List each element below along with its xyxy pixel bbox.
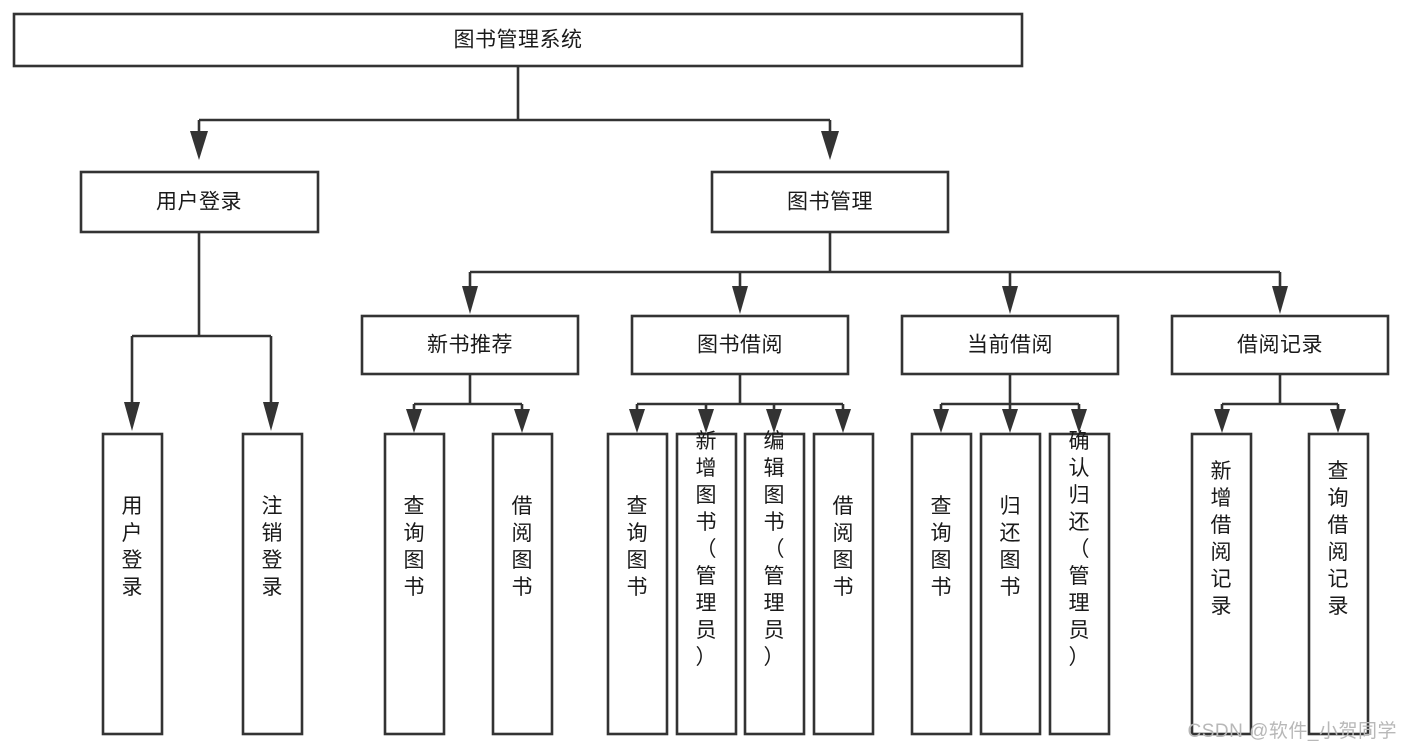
node-root-label: 图书管理系统 [454, 29, 583, 52]
node-leaf-logout-login[interactable]: 注销登录 [241, 432, 304, 736]
edge-group-user-login-to-leaves [124, 233, 279, 431]
node-leaf-add-book-label: 新增图书（管理员） [696, 430, 717, 669]
arrow-to-leaf-borrow-book-2 [835, 409, 851, 433]
node-leaf-logout-login-label: 注销登录 [262, 495, 283, 599]
edge-group-book-borrow-to-leaves [629, 375, 851, 433]
arrow-to-leaf-return-book [1002, 409, 1018, 433]
node-leaf-query-book-1[interactable]: 查询图书 [383, 432, 446, 736]
node-leaf-query-book-1-label: 查询图书 [404, 495, 425, 599]
node-leaf-return-book-label: 归还图书 [1000, 495, 1021, 599]
node-leaf-user-login[interactable]: 用户登录 [101, 432, 164, 736]
node-leaf-add-record-box[interactable] [1190, 432, 1253, 736]
node-borrow-record-box[interactable] [1170, 314, 1390, 376]
node-leaf-borrow-book-1[interactable]: 借阅图书 [491, 432, 554, 736]
node-leaf-confirm-return-label: 确认归还（管理员） [1069, 430, 1090, 669]
node-leaf-add-book-box[interactable] [675, 432, 738, 736]
node-leaf-logout-login-box[interactable] [241, 432, 304, 736]
arrow-to-user-login [190, 131, 208, 160]
arrow-to-leaf-logout-login [263, 402, 279, 431]
node-current-borrow[interactable]: 当前借阅 [900, 314, 1120, 376]
node-leaf-add-book[interactable]: 新增图书（管理员） [675, 430, 738, 736]
node-root[interactable]: 图书管理系统 [12, 12, 1024, 68]
arrow-to-leaf-query-record [1330, 409, 1346, 433]
node-leaf-return-book-box[interactable] [979, 432, 1042, 736]
arrow-to-borrow-record [1272, 286, 1288, 314]
node-leaf-query-record-label: 查询借阅记录 [1328, 460, 1349, 618]
node-leaf-borrow-book-1-label: 借阅图书 [512, 495, 533, 599]
node-new-book-recommend-label: 新书推荐 [427, 334, 513, 357]
node-leaf-query-book-1-box[interactable] [383, 432, 446, 736]
node-leaf-edit-book-label: 编辑图书（管理员） [764, 430, 785, 669]
csdn-watermark: CSDN @软件_小贺同学 [1187, 721, 1397, 742]
node-leaf-query-book-2-box[interactable] [606, 432, 669, 736]
arrow-to-leaf-confirm-return [1071, 409, 1087, 433]
edge-group-current-borrow-to-leaves [933, 375, 1087, 433]
node-leaf-add-record[interactable]: 新增借阅记录 [1190, 432, 1253, 736]
node-book-manage[interactable]: 图书管理 [710, 170, 950, 234]
arrow-to-leaf-user-login [124, 402, 140, 431]
node-leaf-borrow-book-2[interactable]: 借阅图书 [812, 432, 875, 736]
node-current-borrow-label: 当前借阅 [967, 334, 1053, 357]
edge-group-borrow-record-to-leaves [1214, 375, 1346, 433]
arrow-to-leaf-add-book [698, 409, 714, 433]
node-user-login-label: 用户登录 [156, 191, 242, 214]
node-leaf-query-record[interactable]: 查询借阅记录 [1307, 432, 1370, 736]
arrow-to-leaf-edit-book [766, 409, 782, 433]
arrow-to-new-book-recommend [462, 286, 478, 314]
edge-group-root-to-level2 [190, 67, 839, 160]
node-new-book-recommend-box[interactable] [360, 314, 580, 376]
node-current-borrow-box[interactable] [900, 314, 1120, 376]
node-root-box[interactable] [12, 12, 1024, 68]
node-leaf-borrow-book-1-box[interactable] [491, 432, 554, 736]
node-book-borrow[interactable]: 图书借阅 [630, 314, 850, 376]
node-leaf-query-book-2[interactable]: 查询图书 [606, 432, 669, 736]
node-leaf-borrow-book-2-box[interactable] [812, 432, 875, 736]
node-leaf-confirm-return[interactable]: 确认归还（管理员） [1048, 430, 1111, 736]
node-new-book-recommend[interactable]: 新书推荐 [360, 314, 580, 376]
node-book-manage-box[interactable] [710, 170, 950, 234]
node-leaf-borrow-book-2-label: 借阅图书 [833, 495, 854, 599]
node-book-borrow-label: 图书借阅 [697, 334, 783, 357]
arrow-to-leaf-query-book-3 [933, 409, 949, 433]
node-user-login[interactable]: 用户登录 [79, 170, 320, 234]
node-borrow-record[interactable]: 借阅记录 [1170, 314, 1390, 376]
node-leaf-query-book-2-label: 查询图书 [627, 495, 648, 599]
node-book-manage-label: 图书管理 [787, 191, 873, 214]
arrow-to-leaf-borrow-book-1 [514, 409, 530, 433]
node-leaf-add-record-label: 新增借阅记录 [1211, 460, 1232, 618]
node-leaf-query-book-3-label: 查询图书 [931, 495, 952, 599]
node-leaf-edit-book-box[interactable] [743, 432, 806, 736]
node-leaf-return-book[interactable]: 归还图书 [979, 432, 1042, 736]
node-leaf-query-record-box[interactable] [1307, 432, 1370, 736]
arrow-to-current-borrow [1002, 286, 1018, 314]
node-leaf-user-login-box[interactable] [101, 432, 164, 736]
arrow-to-leaf-query-book-1 [406, 409, 422, 433]
node-leaf-query-book-3-box[interactable] [910, 432, 973, 736]
node-book-borrow-box[interactable] [630, 314, 850, 376]
node-borrow-record-label: 借阅记录 [1237, 334, 1323, 357]
node-leaf-confirm-return-box[interactable] [1048, 432, 1111, 736]
arrow-to-book-manage [821, 131, 839, 160]
arrow-to-book-borrow [732, 286, 748, 314]
node-leaf-edit-book[interactable]: 编辑图书（管理员） [743, 430, 806, 736]
arrow-to-leaf-add-record [1214, 409, 1230, 433]
edge-group-new-book-recommend-to-leaves [406, 375, 530, 433]
node-leaf-user-login-label: 用户登录 [122, 495, 143, 599]
arrow-to-leaf-query-book-2 [629, 409, 645, 433]
node-leaf-query-book-3[interactable]: 查询图书 [910, 432, 973, 736]
node-user-login-box[interactable] [79, 170, 320, 234]
edge-group-book-manage-to-level3 [462, 233, 1288, 314]
